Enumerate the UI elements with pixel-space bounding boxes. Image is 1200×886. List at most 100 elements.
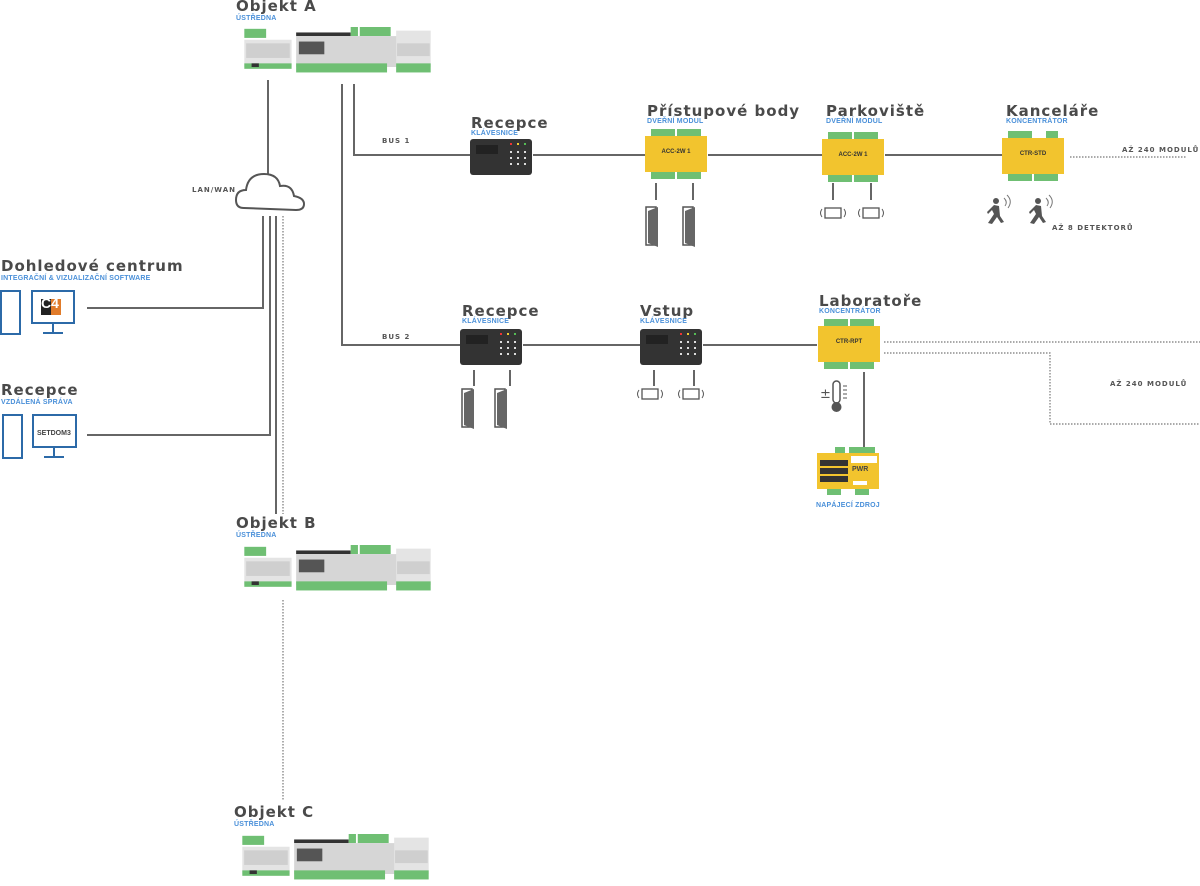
keypad-key xyxy=(694,353,696,355)
concentrator-ctr-rpt: CTR-RPT xyxy=(818,319,880,369)
keypad-key xyxy=(694,341,696,343)
card-reader-icon xyxy=(678,388,704,400)
network-label: LAN/WAN xyxy=(192,186,236,194)
wire-client-c4 xyxy=(87,216,264,309)
keypad-key xyxy=(510,151,512,153)
keypad-key xyxy=(680,341,682,343)
svg-text:±: ± xyxy=(820,387,831,402)
keypad-device xyxy=(470,139,532,175)
detectors-label: AŽ 8 DETEKTORŮ xyxy=(1052,224,1134,232)
keypad-key xyxy=(517,157,519,159)
keypad-key xyxy=(524,163,526,165)
keypad-key xyxy=(510,157,512,159)
keypad-key xyxy=(680,353,682,355)
pc-tower-icon xyxy=(2,414,23,459)
bus2-labs-title: Laboratoře xyxy=(819,292,923,310)
keypad-key xyxy=(524,151,526,153)
led-indicator xyxy=(687,333,689,335)
keypad-key xyxy=(517,151,519,153)
bus1-reception-subtitle: KLÁVESNICE xyxy=(471,130,519,137)
central-unit-c xyxy=(242,834,429,880)
keypad-key xyxy=(687,341,689,343)
bus2-entrance-subtitle: KLÁVESNICE xyxy=(640,318,688,325)
wire-bus2 xyxy=(341,84,460,346)
workstation-reception xyxy=(2,414,77,459)
led-indicator xyxy=(507,333,509,335)
card-reader-icon xyxy=(858,207,884,219)
object-b-title: Objekt B xyxy=(236,514,317,532)
bus1-label: BUS 1 xyxy=(382,137,411,145)
pc-tower-icon xyxy=(0,290,21,335)
bus1-access-subtitle: DVEŘNÍ MODUL xyxy=(647,118,704,125)
object-c-title: Objekt C xyxy=(234,803,315,821)
card-reader-icon xyxy=(637,388,663,400)
object-b-subtitle: ÚSTŘEDNA xyxy=(236,532,277,539)
keypad-key xyxy=(514,347,516,349)
bus1-offices-subtitle: KONCENTRÁTOR xyxy=(1006,118,1068,125)
keypad-key xyxy=(507,347,509,349)
module-label: CTR-STD xyxy=(1019,151,1047,157)
led-indicator xyxy=(517,143,519,145)
motion-detectors-icon xyxy=(987,194,1053,224)
bus2-label: BUS 2 xyxy=(382,333,411,341)
object-c-subtitle: ÚSTŘEDNA xyxy=(234,821,275,828)
monitor-icon xyxy=(32,414,77,448)
bus1-extension-label: AŽ 240 MODULŮ xyxy=(1122,146,1200,154)
object-a-subtitle: ÚSTŘEDNA xyxy=(236,15,277,22)
keypad-key xyxy=(500,353,502,355)
keypad-key xyxy=(687,353,689,355)
module-label: ACC-2W 1 xyxy=(661,149,691,155)
led-indicator xyxy=(680,333,682,335)
workstation-monitoring xyxy=(0,290,75,335)
door-icon xyxy=(461,388,474,429)
door-icon xyxy=(494,388,507,429)
door-module-acc: ACC-2W 1 xyxy=(822,132,884,182)
keypad-key xyxy=(517,163,519,165)
wire-client-setdom xyxy=(87,216,271,436)
led-indicator xyxy=(510,143,512,145)
dotted-bus2-ext-b xyxy=(884,352,1200,425)
client-monitoring-subtitle: INTEGRAČNÍ & VIZUALIZAČNÍ SOFTWARE xyxy=(1,275,151,282)
bus1-offices-title: Kanceláře xyxy=(1006,102,1100,120)
cloud-icon xyxy=(234,172,306,212)
keypad-key xyxy=(510,163,512,165)
power-supply-pwr xyxy=(817,447,879,495)
bus2-reception-title: Recepce xyxy=(462,302,540,320)
pwr-label: PWR xyxy=(852,466,869,473)
module-label: ACC-2W 1 xyxy=(838,152,868,158)
keypad-key xyxy=(514,353,516,355)
led-indicator xyxy=(694,333,696,335)
concentrator-ctr-std: CTR-STD xyxy=(1002,131,1064,181)
wire-bus1 xyxy=(353,84,470,156)
door-module-acc: ACC-2W 1 xyxy=(645,129,707,179)
bus2-entrance-title: Vstup xyxy=(640,302,695,320)
module-label: CTR-RPT xyxy=(835,339,863,345)
keypad-key xyxy=(514,341,516,343)
keypad-key xyxy=(524,157,526,159)
keypad-key xyxy=(507,341,509,343)
object-a-title: Objekt A xyxy=(236,0,317,15)
central-unit-a xyxy=(244,27,431,73)
bus2-labs-subtitle: KONCENTRÁTOR xyxy=(819,308,881,315)
client-reception-title: Recepce xyxy=(1,381,79,399)
bus1-access-title: Přístupové body xyxy=(647,102,801,120)
keypad-device xyxy=(640,329,702,365)
bus1-reception-title: Recepce xyxy=(471,114,549,132)
setdom-screen-text: SETDOM3 xyxy=(37,430,71,437)
client-reception-subtitle: VZDÁLENÁ SPRÁVA xyxy=(1,399,73,406)
led-indicator xyxy=(514,333,516,335)
door-icon xyxy=(645,206,658,247)
keypad-key xyxy=(507,353,509,355)
door-icon xyxy=(682,206,695,247)
keypad-key xyxy=(500,347,502,349)
central-unit-b xyxy=(244,545,431,591)
keypad-key xyxy=(500,341,502,343)
keypad-key xyxy=(680,347,682,349)
power-supply-label: NAPÁJECÍ ZDROJ xyxy=(816,502,880,509)
keypad-key xyxy=(687,347,689,349)
led-indicator xyxy=(500,333,502,335)
thermometer-icon: ± xyxy=(820,380,847,412)
bus2-reception-subtitle: KLÁVESNICE xyxy=(462,318,510,325)
bus2-extension-label: AŽ 240 MODULŮ xyxy=(1110,380,1188,388)
